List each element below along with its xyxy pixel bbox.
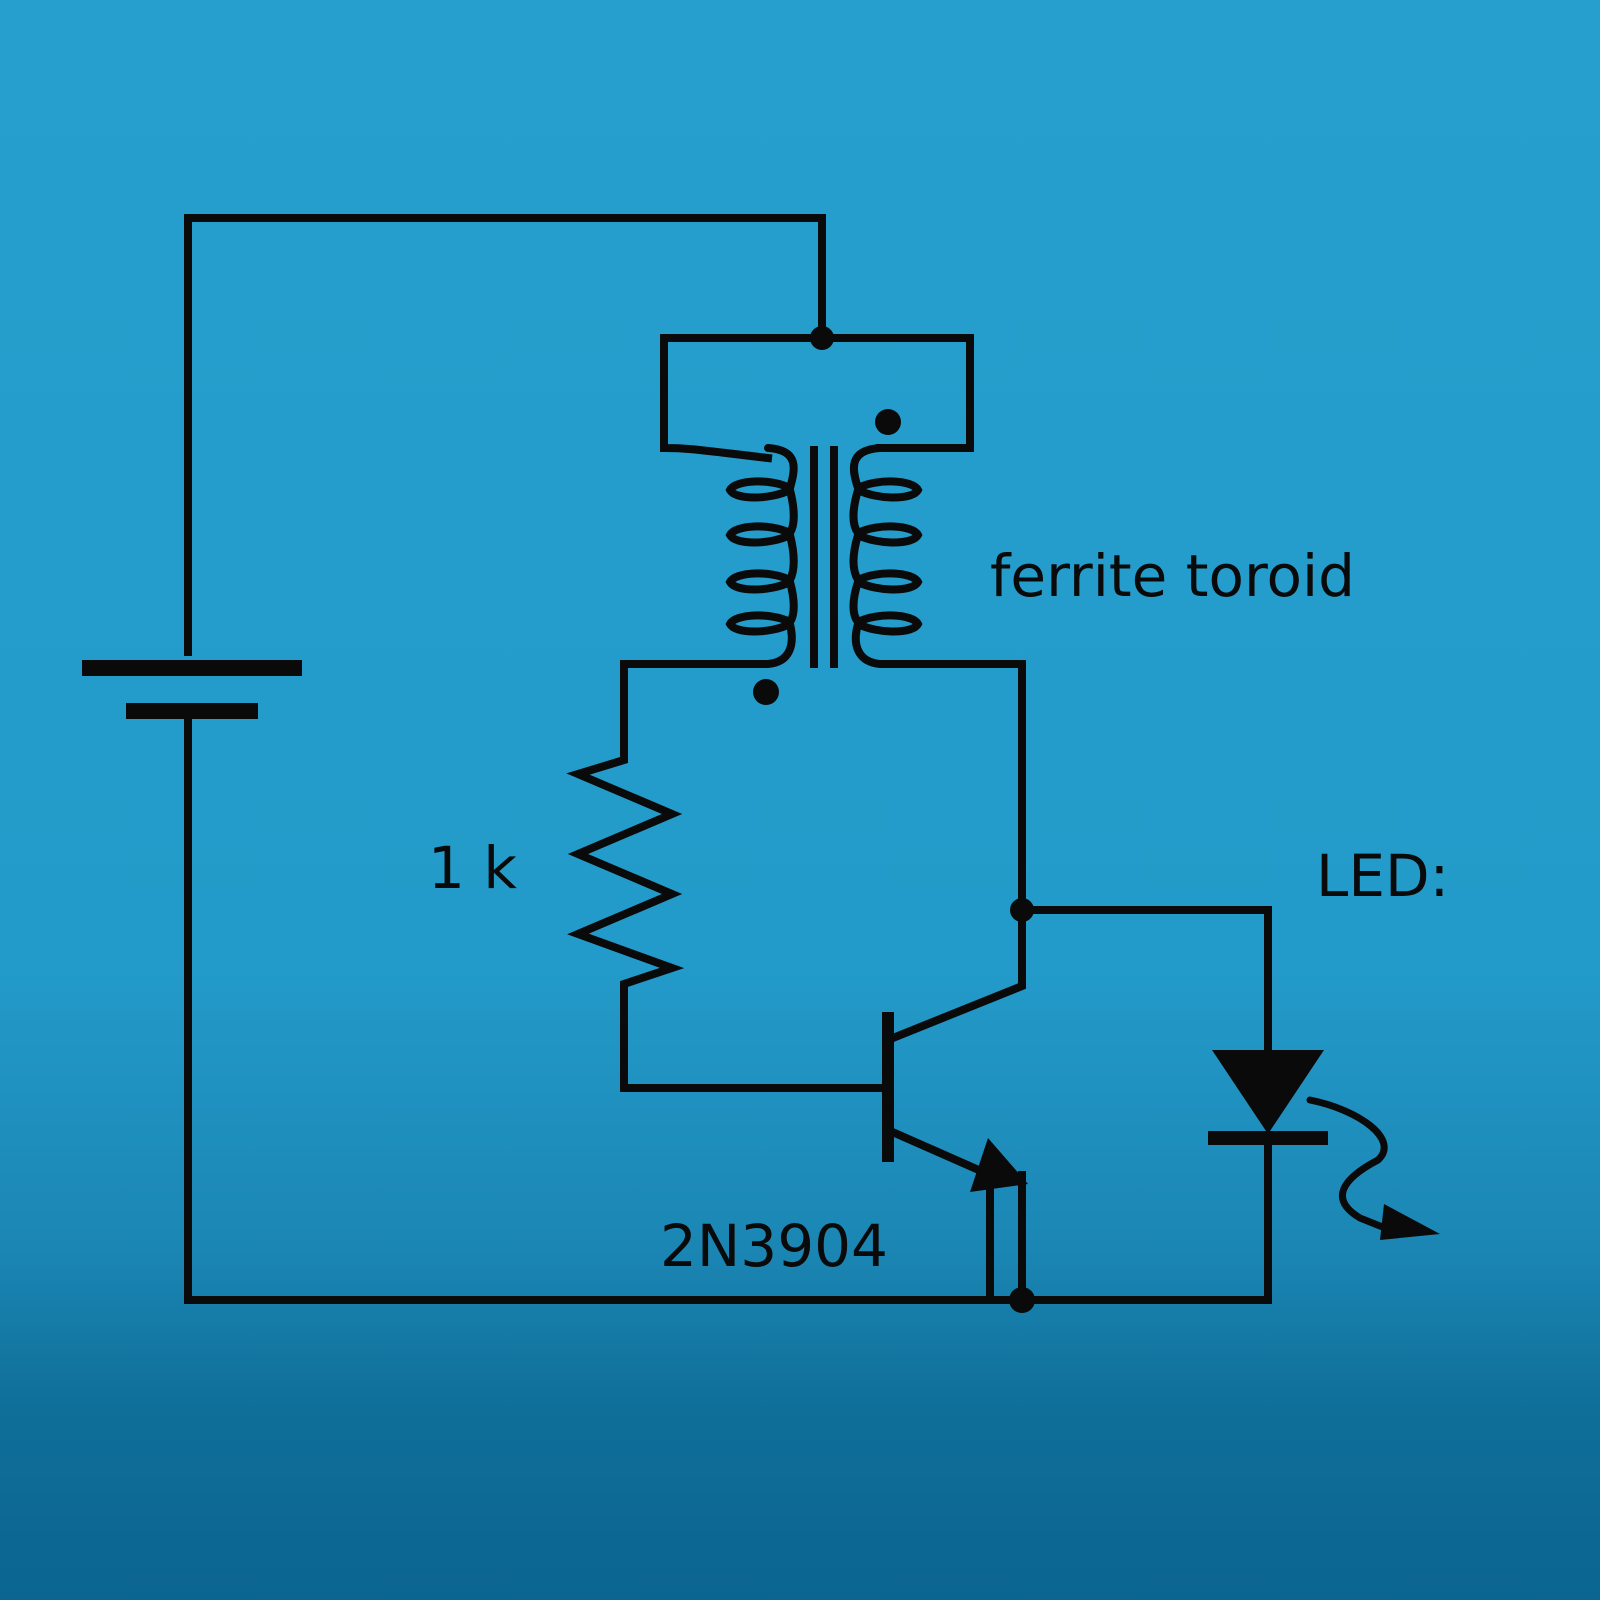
npn-transistor	[882, 1012, 1028, 1304]
light-emission-arrow	[1380, 1204, 1440, 1240]
secondary-winding	[849, 444, 1026, 668]
led-diode-triangle	[1212, 1050, 1324, 1134]
transistor-emitter-lead	[882, 1124, 994, 1304]
battery	[82, 660, 302, 719]
polarity-dot-secondary	[875, 409, 901, 435]
transformer-label: ferrite toroid	[990, 542, 1355, 610]
wire-collector	[882, 660, 1026, 1046]
wire-battery-to-top	[184, 214, 826, 656]
light-emission-wave	[1306, 1096, 1404, 1238]
transistor-label: 2N3904	[660, 1212, 888, 1280]
wire-led-anode	[1018, 906, 1272, 1054]
polarity-dot-primary	[753, 679, 779, 705]
led-label: LED:	[1316, 842, 1449, 910]
primary-winding	[620, 444, 798, 668]
led	[1208, 1050, 1440, 1240]
transformer	[620, 409, 1026, 705]
wire-resistor	[566, 660, 886, 1092]
junction-dot-top	[810, 326, 834, 350]
wire-ground-bus	[184, 714, 1272, 1304]
wire-transformer-top-loop	[660, 334, 974, 463]
emitter-arrow	[970, 1138, 1028, 1192]
resistor-label: 1 k	[428, 834, 517, 902]
